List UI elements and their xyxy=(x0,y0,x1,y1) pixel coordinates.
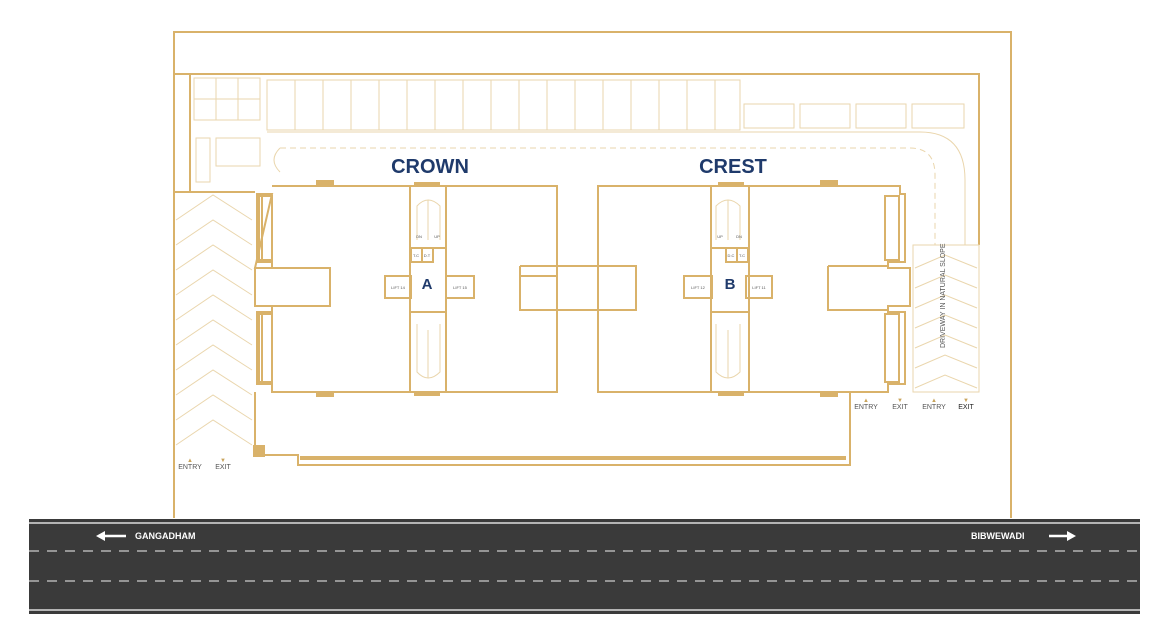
building-name-crest: CREST xyxy=(699,156,767,178)
core-label-a: A xyxy=(421,276,433,293)
site-boundary xyxy=(173,31,1012,518)
driveway-label: DRIVEWAY IN NATURAL SLOPE xyxy=(940,243,947,348)
podium xyxy=(254,392,851,466)
shaft-label: T.C xyxy=(739,253,745,258)
driveway-chevrons-left xyxy=(175,194,253,446)
gate-entry-left: ▲ENTRY xyxy=(178,458,202,471)
road-direction-left: GANGADHAM xyxy=(135,531,196,541)
building-crest-outline xyxy=(597,185,911,393)
gate-entry: ▲ENTRY xyxy=(922,398,946,411)
stair-label: DN xyxy=(736,234,742,239)
lift-label: LIFT 11 xyxy=(752,285,766,290)
shaft-label: T.C xyxy=(413,253,419,258)
road xyxy=(29,519,1140,614)
shaft-label: D.C xyxy=(727,253,735,258)
parking-bays xyxy=(193,77,980,393)
lift-label: LIFT 14 xyxy=(391,285,405,290)
gate-exit-left: ▼EXIT xyxy=(215,458,231,471)
core-label-b: B xyxy=(724,276,736,293)
arrow-right-icon xyxy=(1049,531,1076,541)
driveway-chevrons-right xyxy=(914,254,978,389)
gate-entry: ▲ENTRY xyxy=(854,398,878,411)
shaft-label: D.T xyxy=(423,253,431,258)
road-direction-right: BIBWEWADI xyxy=(971,531,1025,541)
building-crown-outline xyxy=(253,185,558,393)
lift-15 xyxy=(445,275,475,299)
lift-label: LIFT 12 xyxy=(691,285,705,290)
lift-12 xyxy=(683,275,713,299)
building-name-crown: CROWN xyxy=(391,156,469,178)
lift-14 xyxy=(384,275,412,299)
stair-label: DN xyxy=(416,234,422,239)
stair-label: UP xyxy=(434,234,440,239)
arrow-left-icon xyxy=(96,531,126,541)
stair-label: UP xyxy=(717,234,723,239)
gate-exit: ▼EXIT xyxy=(958,398,974,411)
inner-boundary xyxy=(174,73,980,245)
gate-exit: ▼EXIT xyxy=(892,398,908,411)
lift-11 xyxy=(745,275,773,299)
lift-label: LIFT 15 xyxy=(453,285,467,290)
